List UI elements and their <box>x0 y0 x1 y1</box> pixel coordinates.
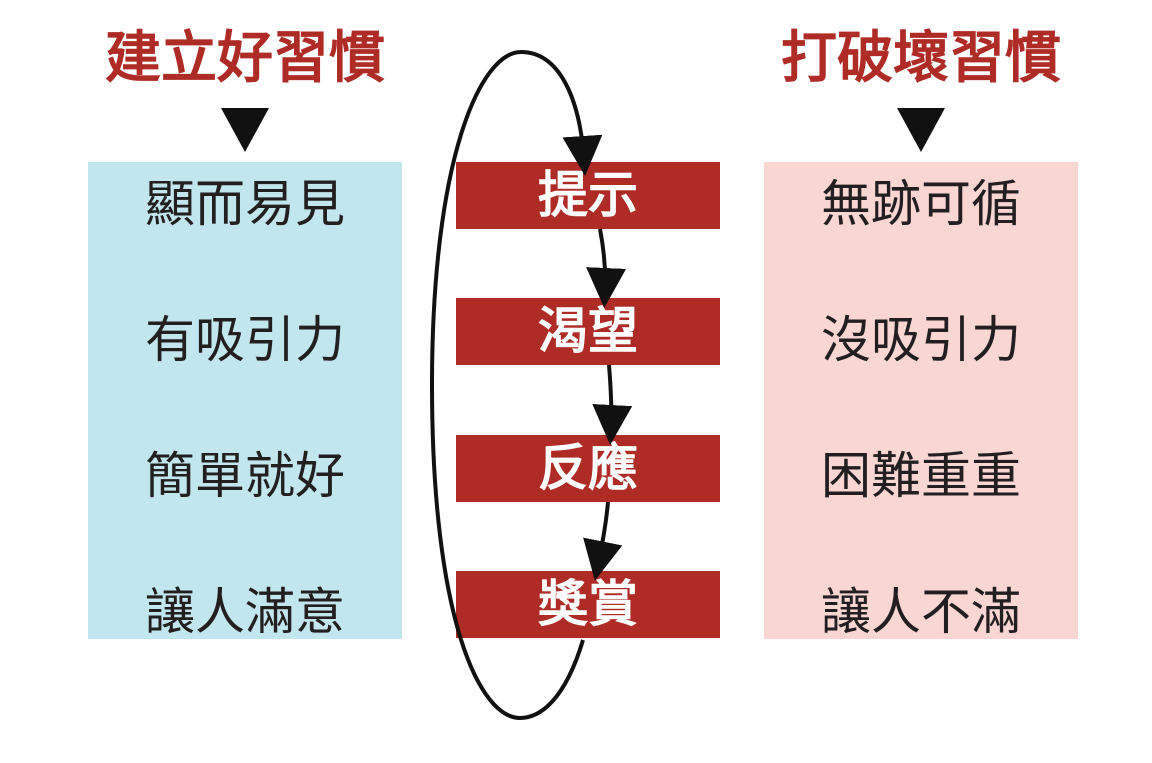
craving-to-response-arrow <box>592 364 633 445</box>
bad-habit-item: 無跡可循 <box>821 175 1021 233</box>
break-bad-habit-heading: 打破壞習慣 <box>781 26 1061 91</box>
bad-habit-panel: 無跡可循 沒吸引力 困難重重 讓人不滿 <box>764 162 1078 641</box>
step-response: 反應 <box>456 435 720 502</box>
step-cue: 提示 <box>456 162 720 229</box>
down-triangle-icon <box>221 108 269 152</box>
build-good-habit-heading: 建立好習慣 <box>105 26 385 91</box>
response-to-reward-arrow <box>583 501 623 581</box>
good-habit-panel: 顯而易見 有吸引力 簡單就好 讓人滿意 <box>88 162 402 641</box>
step-reward: 獎賞 <box>456 571 720 638</box>
good-habit-item: 顯而易見 <box>145 175 345 233</box>
bad-habit-item: 沒吸引力 <box>821 311 1021 369</box>
good-habit-item: 有吸引力 <box>145 311 345 369</box>
cue-to-craving-arrow <box>586 228 627 308</box>
down-triangle-icon <box>897 108 945 152</box>
bad-habit-item: 困難重重 <box>821 447 1021 505</box>
bad-habit-item: 讓人不滿 <box>821 583 1021 641</box>
good-habit-item: 簡單就好 <box>145 447 345 505</box>
good-habit-item: 讓人滿意 <box>145 583 345 641</box>
step-craving: 渴望 <box>456 298 720 365</box>
